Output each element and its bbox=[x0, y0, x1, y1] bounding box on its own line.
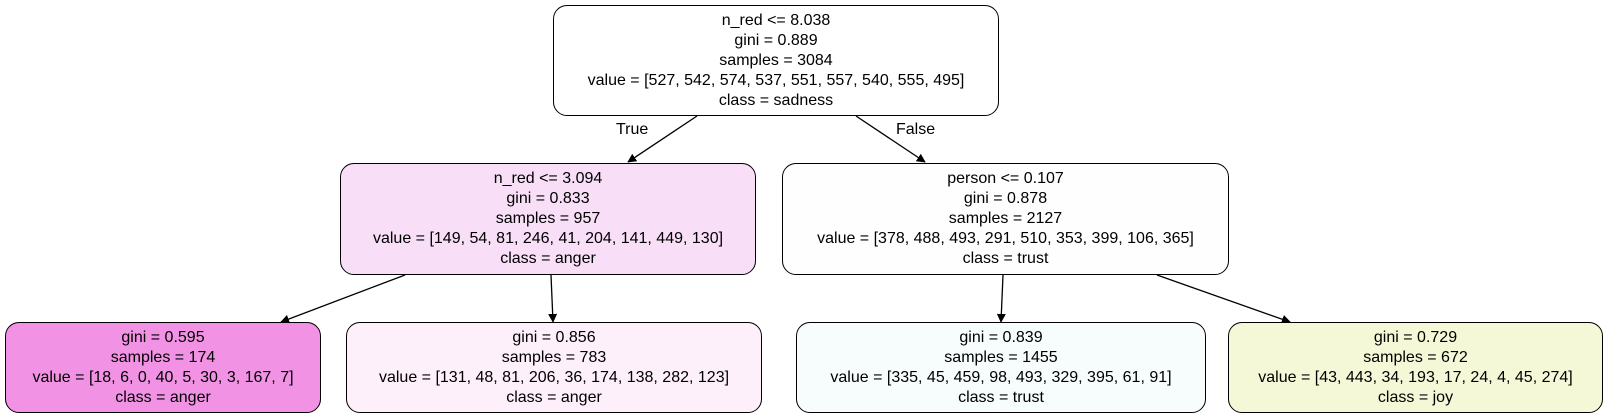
node-value: value = [527, 542, 574, 537, 551, 557, 5… bbox=[587, 71, 965, 89]
node-class: class = anger bbox=[500, 250, 596, 267]
node-gini: gini = 0.856 bbox=[512, 328, 596, 346]
node-samples: samples = 1455 bbox=[944, 348, 1058, 366]
tree-node-leaf-lr: gini = 0.856 samples = 783 value = [131,… bbox=[346, 322, 762, 413]
node-gini: gini = 0.833 bbox=[506, 190, 590, 207]
tree-node-leaf-ll: gini = 0.595 samples = 174 value = [18, … bbox=[5, 322, 321, 413]
edge-label-true: True bbox=[616, 121, 649, 138]
node-gini: gini = 0.595 bbox=[121, 328, 205, 346]
tree-node-root: n_red <= 8.038 gini = 0.889 samples = 30… bbox=[553, 5, 999, 116]
node-class: class = anger bbox=[115, 388, 211, 406]
node-samples: samples = 783 bbox=[501, 348, 607, 366]
edge-label-false: False bbox=[896, 121, 936, 138]
tree-node-leaf-rl: gini = 0.839 samples = 1455 value = [335… bbox=[796, 322, 1206, 413]
node-value: value = [149, 54, 81, 246, 41, 204, 141,… bbox=[372, 230, 724, 247]
edge-right-to-rr bbox=[1156, 274, 1291, 324]
node-samples: samples = 3084 bbox=[719, 51, 833, 69]
node-value: value = [18, 6, 0, 40, 5, 30, 3, 167, 7] bbox=[32, 368, 294, 386]
node-gini: gini = 0.889 bbox=[734, 31, 818, 49]
node-condition: n_red <= 3.094 bbox=[493, 170, 603, 187]
edge-root-to-left bbox=[627, 115, 698, 163]
node-samples: samples = 2127 bbox=[948, 210, 1063, 227]
tree-node-leaf-rr: gini = 0.729 samples = 672 value = [43, … bbox=[1228, 322, 1603, 413]
node-class: class = anger bbox=[506, 388, 602, 406]
node-gini: gini = 0.878 bbox=[963, 190, 1048, 207]
node-samples: samples = 174 bbox=[110, 348, 216, 366]
node-value: value = [131, 48, 81, 206, 36, 174, 138,… bbox=[378, 368, 730, 386]
node-class: class = trust bbox=[958, 388, 1044, 406]
node-gini: gini = 0.729 bbox=[1373, 328, 1458, 346]
edge-left-to-lr bbox=[548, 274, 558, 323]
node-condition: person <= 0.107 bbox=[947, 170, 1064, 187]
tree-node-left: n_red <= 3.094 gini = 0.833 samples = 95… bbox=[340, 163, 756, 275]
tree-node-right: person <= 0.107 gini = 0.878 samples = 2… bbox=[782, 163, 1229, 275]
node-condition: n_red <= 8.038 bbox=[721, 11, 831, 29]
node-samples: samples = 672 bbox=[1363, 348, 1468, 366]
node-class: class = sadness bbox=[718, 91, 834, 109]
node-value: value = [43, 443, 34, 193, 17, 24, 4, 45… bbox=[1258, 368, 1573, 386]
edge-right-to-rl bbox=[996, 274, 1006, 323]
edge-root-to-right bbox=[855, 115, 926, 163]
node-class: class = joy bbox=[1377, 388, 1454, 406]
node-gini: gini = 0.839 bbox=[959, 328, 1043, 346]
node-class: class = trust bbox=[962, 250, 1049, 267]
edge-left-to-ll bbox=[280, 274, 406, 324]
node-samples: samples = 957 bbox=[495, 210, 601, 227]
node-value: value = [378, 488, 493, 291, 510, 353, 3… bbox=[817, 230, 1194, 247]
node-value: value = [335, 45, 459, 98, 493, 329, 395… bbox=[830, 368, 1172, 386]
